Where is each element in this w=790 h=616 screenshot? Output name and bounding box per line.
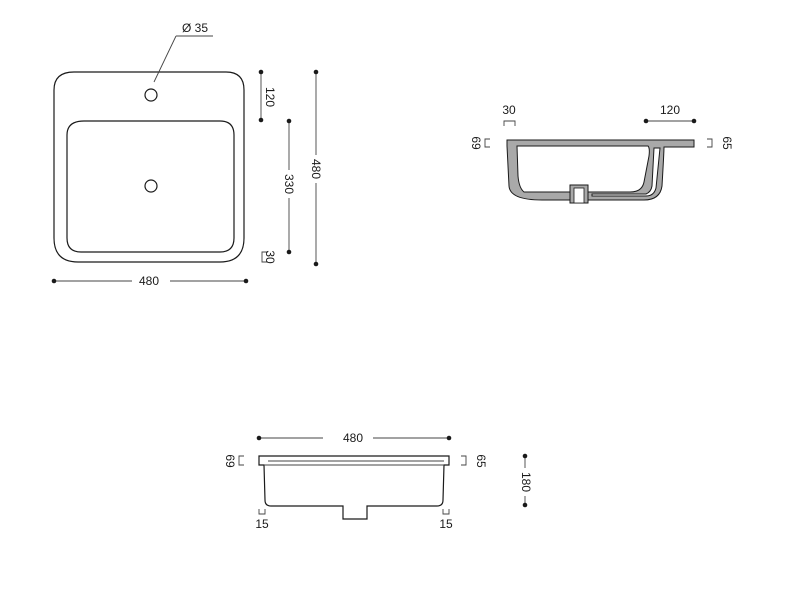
- front-right-wall-label: 15: [439, 517, 453, 531]
- front-right-wall-tick: [442, 509, 450, 515]
- sink-outer-outline: [53, 71, 245, 263]
- front-view: 480 69 65 180 15 15: [223, 431, 533, 531]
- width-dim-dot-left: [51, 278, 57, 284]
- width-dim-dot-right: [243, 278, 249, 284]
- front-rim-label: 30: [263, 250, 277, 264]
- tap-deck-label: 120: [660, 103, 680, 117]
- front-rim-tick: [261, 251, 268, 263]
- front-width-label: 480: [343, 431, 363, 445]
- front-width-dot-left: [256, 435, 262, 441]
- tap-hole: [144, 88, 158, 102]
- hole-diameter-label: Ø 35: [182, 21, 208, 35]
- side-right-height-label: 65: [720, 136, 734, 150]
- total-height-label: 180: [519, 472, 533, 492]
- side-view: 30 120 69 65: [469, 103, 734, 204]
- basin-depth-dot-top: [286, 118, 292, 124]
- side-rim-label: 30: [502, 103, 516, 117]
- depth-label: 480: [309, 159, 323, 179]
- depth-dot-top: [313, 69, 319, 75]
- side-left-height-tick: [484, 138, 490, 148]
- width-label: 480: [139, 274, 159, 288]
- tap-offset-dot-top: [258, 69, 264, 75]
- front-left-wall-tick: [258, 509, 266, 515]
- front-left-wall-label: 15: [255, 517, 269, 531]
- total-height-dot-top: [522, 453, 528, 459]
- front-sink-outline: [258, 455, 450, 520]
- side-right-height-tick: [707, 138, 713, 148]
- front-left-height-tick: [238, 455, 244, 466]
- tap-offset-label: 120: [263, 87, 277, 107]
- front-right-height-label: 65: [474, 454, 488, 468]
- total-height-dot-bottom: [522, 502, 528, 508]
- diameter-leader: [153, 35, 177, 83]
- side-rim-tick: [503, 120, 516, 126]
- side-left-height-label: 69: [469, 136, 483, 150]
- basin-depth-label: 330: [282, 174, 296, 194]
- drain-hole: [144, 179, 158, 193]
- depth-dot-bottom: [313, 261, 319, 267]
- tap-deck-dot-left: [643, 118, 649, 124]
- side-overflow-channel: [591, 147, 661, 197]
- tap-deck-dot-right: [691, 118, 697, 124]
- tap-offset-dot-bottom: [258, 117, 264, 123]
- front-width-dot-right: [446, 435, 452, 441]
- basin-inner-outline: [66, 120, 235, 253]
- front-left-height-label: 69: [223, 454, 237, 468]
- top-view: Ø 35 480 120 330 480 30: [51, 21, 323, 288]
- front-right-height-tick: [461, 455, 467, 466]
- basin-depth-dot-bottom: [286, 249, 292, 255]
- side-basin-inner: [516, 145, 650, 193]
